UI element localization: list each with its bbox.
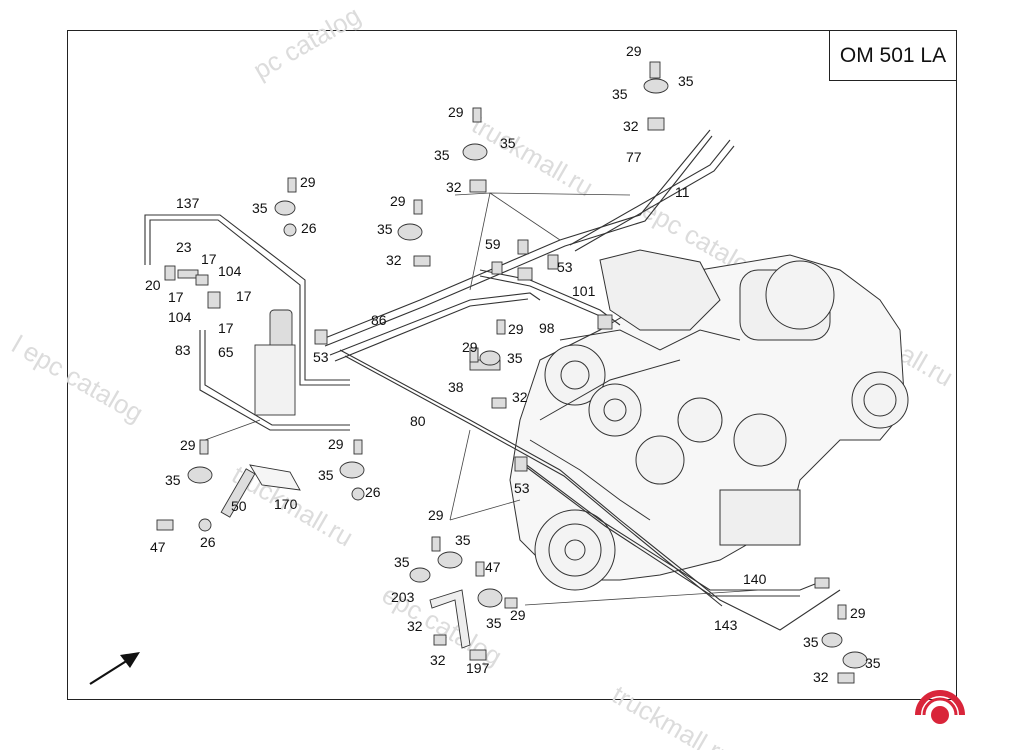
callout-number: 17 [236,288,252,304]
callout-number: 35 [612,86,628,102]
callout-number: 50 [231,498,247,514]
callout-number: 98 [539,320,555,336]
callout-number: 29 [510,607,526,623]
callout-number: 53 [313,349,329,365]
direction-arrow-icon [89,652,140,685]
callout-number: 17 [218,320,234,336]
callout-number: 26 [200,534,216,550]
callout-number: 17 [201,251,217,267]
callout-number: 35 [486,615,502,631]
callout-number: 23 [176,239,192,255]
callout-number: 35 [455,532,471,548]
callout-number: 32 [430,652,446,668]
watermark: pc catalog [248,0,366,85]
callout-number: 35 [394,554,410,570]
callout-number: 170 [274,496,298,512]
callout-number: 20 [145,277,161,293]
callout-number: 104 [168,309,192,325]
callout-number: 35 [165,472,181,488]
callout-number: 47 [150,539,166,555]
callout-number: 29 [448,104,464,120]
truckmallparts-logo [915,690,965,724]
callout-number: 83 [175,342,191,358]
watermark: l epc catalog [7,329,148,428]
callout-number: 29 [180,437,196,453]
watermark: truckmall.ru e [607,679,757,750]
callout-number: 35 [507,350,523,366]
callout-number: 17 [168,289,184,305]
callout-number: 35 [434,147,450,163]
callout-number: 104 [218,263,242,279]
callout-number: 29 [428,507,444,523]
callout-number: 35 [318,467,334,483]
diagram-frame [67,30,957,700]
engine-block [509,249,909,591]
callout-number: 29 [390,193,406,209]
callout-number: 29 [508,321,524,337]
callout-number: 197 [466,660,490,676]
callout-number: 53 [557,259,573,275]
callout-number: 35 [865,655,881,671]
callout-number: 32 [623,118,639,134]
callout-number: 35 [803,634,819,650]
callout-number: 26 [365,484,381,500]
callout-number: 203 [391,589,415,605]
callout-number: 59 [485,236,501,252]
callout-number: 35 [500,135,516,151]
callout-number: 29 [300,174,316,190]
callout-number: 137 [176,195,200,211]
callout-number: 35 [252,200,268,216]
callout-number: 80 [410,413,426,429]
watermark: truckmall.ru [467,109,598,202]
hardware-parts [156,61,868,684]
callout-number: 47 [485,559,501,575]
model-label: OM 501 LA [829,31,956,81]
callout-number: 32 [813,669,829,685]
pipe-lines [144,129,841,631]
callout-number: 140 [743,571,767,587]
callout-labels: 29 35 35 32 77 29 35 35 32 11 137 29 35 … [145,43,881,685]
callout-number: 35 [678,73,694,89]
callout-number: 32 [512,389,528,405]
callout-number: 26 [301,220,317,236]
leader-lines [204,192,761,606]
callout-number: 11 [675,184,690,200]
callout-number: 32 [446,179,462,195]
callout-number: 77 [626,149,642,165]
callout-number: 32 [386,252,402,268]
callout-number: 143 [714,617,738,633]
callout-number: 29 [462,339,478,355]
callout-number: 38 [448,379,464,395]
callout-number: 101 [572,283,596,299]
callout-number: 65 [218,344,234,360]
callout-number: 32 [407,618,423,634]
callout-number: 29 [626,43,642,59]
callout-number: 53 [514,480,530,496]
callout-number: 29 [328,436,344,452]
callout-number: 86 [371,312,387,328]
callout-number: 35 [377,221,393,237]
callout-number: 29 [850,605,866,621]
